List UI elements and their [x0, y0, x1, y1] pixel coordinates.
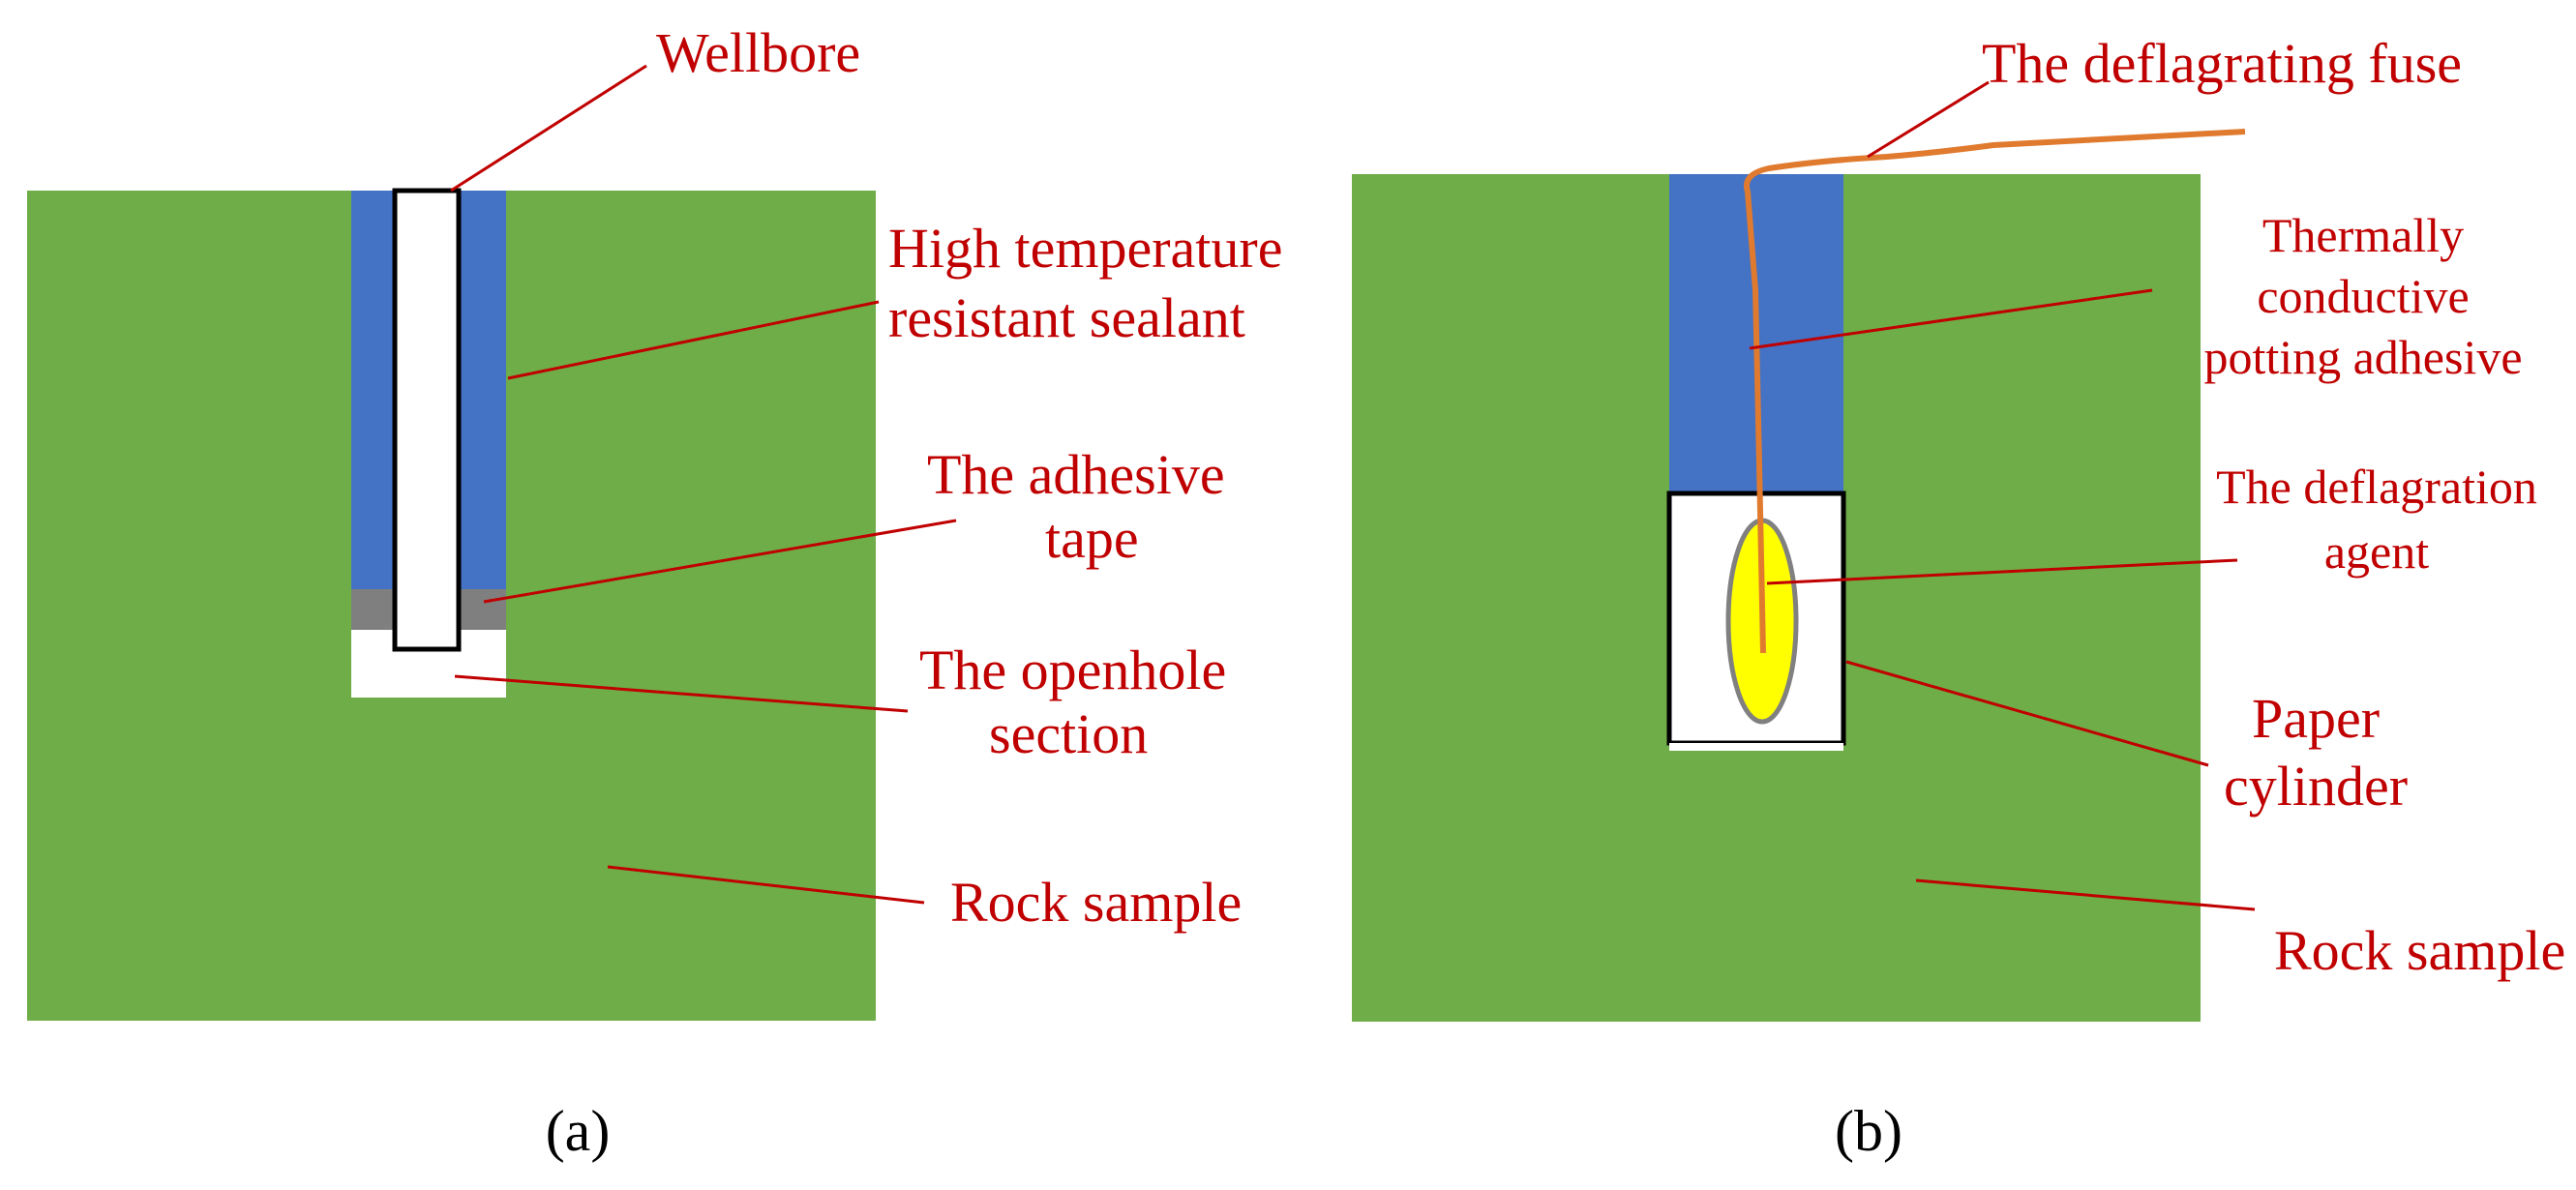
label-potting-line2: conductive: [2257, 269, 2469, 323]
wellbore-tube: [392, 188, 462, 652]
label-potting-line1: Thermally: [2262, 208, 2464, 262]
leader-sealant: [507, 300, 880, 380]
label-tape-line1: The adhesive: [927, 443, 1225, 506]
label-wellbore: Wellbore: [656, 21, 860, 84]
label-sealant-line1: High temperature: [888, 217, 1282, 280]
leader-fuse: [1867, 80, 1990, 159]
deflagrating-fuse: [1744, 129, 2246, 654]
label-agent-line2: agent: [2324, 524, 2429, 579]
label-rock-a: Rock sample: [950, 871, 1242, 934]
caption-b: (b): [1835, 1099, 1902, 1163]
label-fuse: The deflagrating fuse: [1982, 32, 2462, 95]
label-paper-line1: Paper: [2252, 687, 2380, 750]
hole-bottom-gap: [1669, 743, 1843, 751]
leader-potting: [1749, 288, 2153, 350]
label-sealant-line2: resistant sealant: [888, 286, 1245, 349]
leader-tape: [483, 519, 957, 604]
label-openhole-line2: section: [989, 702, 1148, 765]
leader-paper: [1845, 660, 2209, 767]
label-agent-line1: The deflagration: [2216, 460, 2537, 514]
label-potting-line3: potting adhesive: [2203, 330, 2522, 384]
panel-a: Wellbore High temperature resistant seal…: [27, 21, 1282, 1163]
panel-b: The deflagrating fuse Thermally conducti…: [1352, 32, 2565, 1163]
leader-wellbore: [450, 64, 647, 193]
leader-rock-a: [607, 865, 925, 905]
label-paper-line2: cylinder: [2224, 755, 2408, 818]
leader-openhole: [454, 674, 909, 713]
label-openhole-line1: The openhole: [919, 639, 1226, 701]
caption-a: (a): [546, 1099, 611, 1163]
leader-agent: [1766, 558, 2238, 585]
label-tape-line2: tape: [1045, 507, 1139, 570]
leader-rock-b: [1915, 878, 2256, 911]
label-rock-b: Rock sample: [2274, 919, 2565, 982]
